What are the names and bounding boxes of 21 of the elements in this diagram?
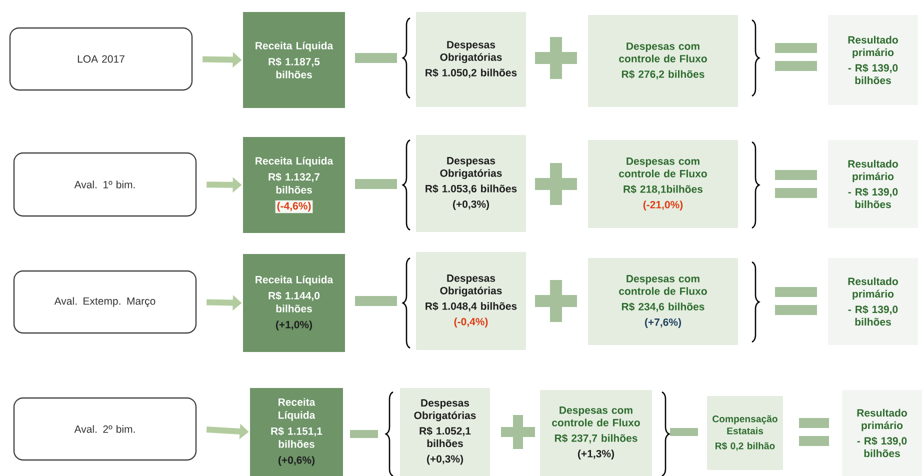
expense-box: Despesas Obrigatórias R$ 1.048,4 bilhões (-0,4%) xyxy=(416,252,526,350)
name-box: LOA 2017 xyxy=(9,27,193,91)
name-box: Aval. Extemp. Março xyxy=(13,270,197,334)
result-box: Resultado primário - R$ 139,0 bilhões xyxy=(828,140,918,228)
expense-box: Despesas Obrigatórias R$ 1.050,2 bilhões xyxy=(416,12,526,107)
name-box: Aval. 1º bim. xyxy=(13,152,197,217)
compensation-box: Compensação Estatais R$ 0,2 bilhão xyxy=(707,396,783,470)
name-box: Aval. 2º bim. xyxy=(13,397,197,461)
expense-box: Despesas Obrigatórias R$ 1.052,1 bilhões (+0,3%) xyxy=(400,388,490,476)
expense-box: Despesas com controle de Fluxo R$ 234,6 bilhões (+7,6%) xyxy=(588,258,738,345)
expense-box: Despesas com controle de Fluxo R$ 218,1bilhões (-21,0%) xyxy=(588,140,738,228)
revenue-box: Receita Líquida R$ 1.144,0 bilhões (+1,0%) xyxy=(243,254,345,352)
revenue-box: Receita Líquida R$ 1.132,7 bilhões (-4,6%) xyxy=(243,137,345,233)
expense-box: Despesas com controle de Fluxo R$ 237,7 bilhões (+1,3%) xyxy=(540,390,652,476)
expense-box: Despesas com controle de Fluxo R$ 276,2 bilhões xyxy=(588,15,738,107)
result-box: Resultado primário - R$ 139,0 bilhões xyxy=(828,258,918,345)
result-box: Resultado primário - R$ 139,0 bilhões xyxy=(828,15,918,105)
expense-box: Despesas Obrigatórias R$ 1.053,6 bilhões (+0,3%) xyxy=(416,135,526,232)
revenue-box: Receita Líquida R$ 1.187,5 bilhões xyxy=(243,12,345,108)
revenue-box: Receita Líquida R$ 1.151,1 bilhões (+0,6%) xyxy=(250,388,343,476)
result-box: Resultado primário - R$ 139,0 bilhões xyxy=(842,390,922,476)
